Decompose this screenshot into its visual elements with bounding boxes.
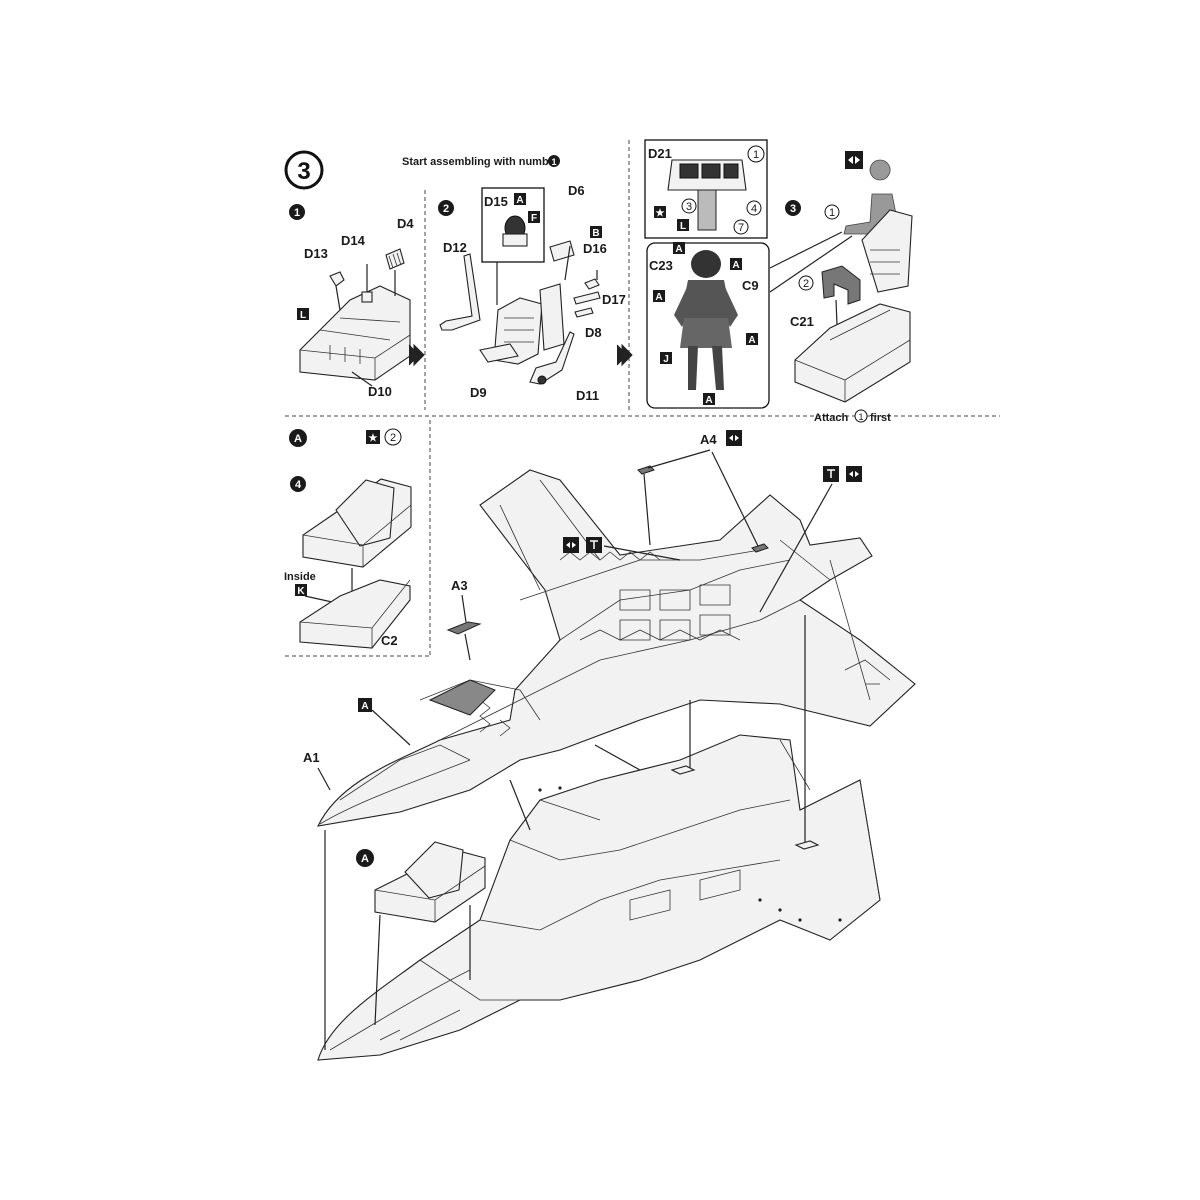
color-code-a-4: A [748,335,755,346]
label-c9: C9 [742,278,759,293]
section-a-letter-2: A [361,853,369,865]
seat-in-tub [861,209,913,293]
color-code-a-d15: A [516,195,523,206]
label-d12: D12 [443,240,467,255]
label-d8: D8 [585,325,602,340]
section-a-badge [289,429,307,447]
callout-4: 4 [751,203,757,215]
substep-2-number: 2 [443,203,449,215]
substep-4-badge [290,476,306,492]
callout-1-b: 1 [829,207,835,219]
color-code-a-5: A [705,395,712,406]
attach-note-ref: 1 [858,412,863,422]
flip-icon-b [563,537,579,553]
flip-icon-t [846,466,862,482]
inside-note: Inside [284,571,316,583]
section-a: A ★ 2 4 Inside K C2 [284,428,412,649]
substep-1: 1 D13 D14 D4 D10 L [289,204,414,399]
label-c23: C23 [649,258,673,273]
attach-note-2: first [870,412,891,424]
upper-fuselage [317,469,916,827]
label-d10: D10 [368,384,392,399]
color-code-b: B [592,228,599,239]
color-code-star-a: ★ [369,433,378,444]
part-a3 [446,621,482,635]
section-a-letter: A [294,433,302,445]
pilot-figure [674,250,738,390]
color-code-a-3: A [655,292,662,303]
part-d16 [584,278,600,290]
flip-icon-a4 [726,430,742,446]
flip-icon [845,151,863,169]
step-header: 3 Start assembling with number 1 [284,150,560,190]
instruction-ref: 1 [551,157,556,167]
substep-2-badge [438,200,454,216]
part-d17 [573,291,601,305]
attach-note-1: Attach [814,412,849,424]
label-a3: A3 [451,578,468,593]
substep-2: 2 D15 A F D6 D12 B D16 D17 D8 D9 D11 [438,183,626,403]
control-column [697,189,717,231]
label-d16: D16 [583,241,607,256]
label-d11: D11 [576,388,599,403]
callout-2-a: 2 [390,432,396,444]
part-c21 [821,265,861,305]
part-d13 [329,271,345,287]
label-d4: D4 [397,216,414,231]
label-c21: C21 [790,314,814,329]
step-arrow-2 [616,343,633,367]
label-d14: D14 [341,233,366,248]
color-code-k: K [297,586,305,597]
label-c2: C2 [381,633,398,648]
step-number-badge [284,150,324,190]
color-code-star: ★ [656,208,665,219]
label-d9: D9 [470,385,487,400]
callout-7: 7 [738,222,744,234]
instruction-ref-badge [548,155,560,167]
part-c2 [299,579,411,649]
substep-3-number: 3 [790,203,796,215]
label-d13: D13 [304,246,328,261]
part-d8 [539,283,565,351]
part-d9 [479,343,519,363]
label-a4: A4 [700,432,717,447]
canopy-frame [428,679,496,716]
cockpit-tub-d10 [299,285,411,381]
substep-3-badge [785,200,801,216]
cockpit-tub-lower: A [356,841,486,1026]
color-code-f: F [531,213,537,224]
cockpit-tub-step3 [794,303,911,403]
step-arrow-1 [408,343,425,367]
color-badge-l [297,308,309,320]
callout-2: 2 [803,278,809,290]
color-code-l: L [300,310,306,321]
lower-fuselage [317,734,881,1061]
substep-1-number: 1 [294,207,300,219]
color-badge-a-canopy [358,698,372,712]
step-instruction: Start assembling with number [402,156,560,168]
color-code-a-2: A [732,260,739,271]
substep-4-number: 4 [295,479,302,491]
color-code-l-panel: L [680,221,686,232]
part-d14 [361,291,373,303]
substep-1-badge [289,204,305,220]
color-code-a-canopy: A [361,701,368,712]
part-d6 [549,240,575,262]
section-a-badge-2 [356,849,374,867]
label-d21: D21 [648,146,672,161]
small-parts: A3 A4 A A1 [303,430,862,1050]
callout-3: 3 [686,201,692,213]
label-d6: D6 [568,183,585,198]
color-code-a-1: A [675,244,682,255]
substep-3: D21 1 3 4 7 ★ L C23 C9 A [644,139,913,424]
color-code-j: J [663,354,669,365]
step-number: 3 [297,158,310,185]
label-a1: A1 [303,750,320,765]
part-a4-right [751,543,769,553]
callout-1: 1 [753,149,759,161]
part-d12 [439,253,481,331]
label-d17: D17 [602,292,626,307]
label-d15: D15 [484,194,508,209]
